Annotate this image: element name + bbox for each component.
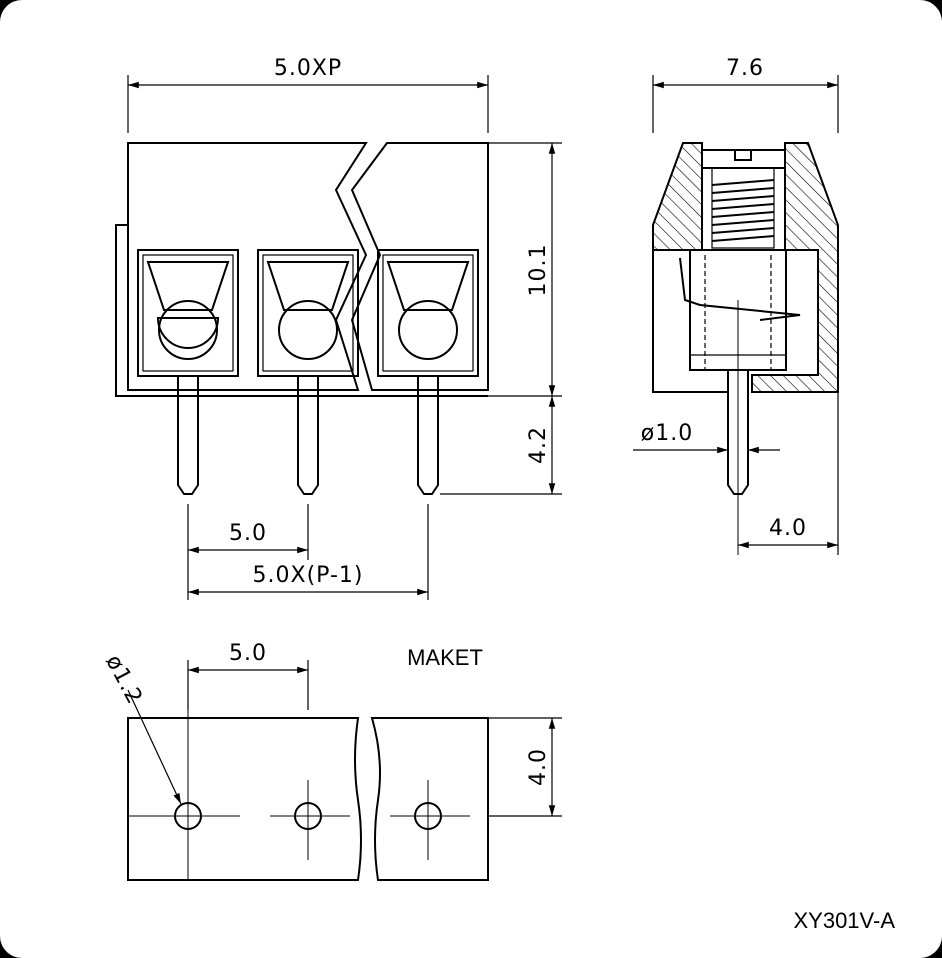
- pitch-span-label: 5.0X(P-1): [253, 563, 364, 588]
- pcb-outline-right: [370, 717, 489, 881]
- part-number: XY301V-A: [793, 908, 895, 933]
- pin-offset-label: 4.0: [769, 516, 807, 541]
- side-view: 7.6 ø1.0 4.0: [633, 56, 839, 555]
- pin-length-label: 4.2: [526, 426, 551, 464]
- pin-diameter-label: ø1.0: [641, 421, 693, 446]
- pcb-hole-1: [174, 802, 202, 830]
- section-title: MAKET: [407, 645, 483, 670]
- body-flange: [115, 224, 128, 397]
- pcb-pitch-label: 5.0: [229, 641, 267, 666]
- hole-diameter-label: ø1.2: [100, 651, 147, 709]
- front-view: 5.0XP: [115, 56, 562, 600]
- wire-entry-3: [377, 249, 479, 377]
- screw-thread: [711, 167, 775, 249]
- pcb-layout-view: MAKET 5.0 ø1.2 4.0: [100, 641, 562, 881]
- pcb-hole-3: [414, 802, 442, 830]
- pcb-hole-2: [294, 802, 322, 830]
- wire-entry-2: [257, 249, 359, 377]
- pin-3: [417, 376, 439, 495]
- pitch-label: 5.0: [229, 521, 267, 546]
- pin-1: [177, 376, 199, 495]
- pcb-outline-left: [127, 717, 362, 881]
- wire-entry-1: [137, 249, 239, 377]
- screw-head: [701, 149, 786, 169]
- body-right-segment: [350, 142, 489, 391]
- pin-2: [297, 376, 319, 495]
- pcb-row-offset-label: 4.0: [526, 748, 551, 786]
- clamp-spring: [679, 257, 801, 321]
- body-height-label: 10.1: [526, 244, 551, 297]
- housing-outline: [652, 250, 727, 393]
- total-width-label: 5.0XP: [274, 56, 342, 81]
- body-left-segment: [127, 142, 368, 391]
- side-depth-label: 7.6: [726, 56, 764, 81]
